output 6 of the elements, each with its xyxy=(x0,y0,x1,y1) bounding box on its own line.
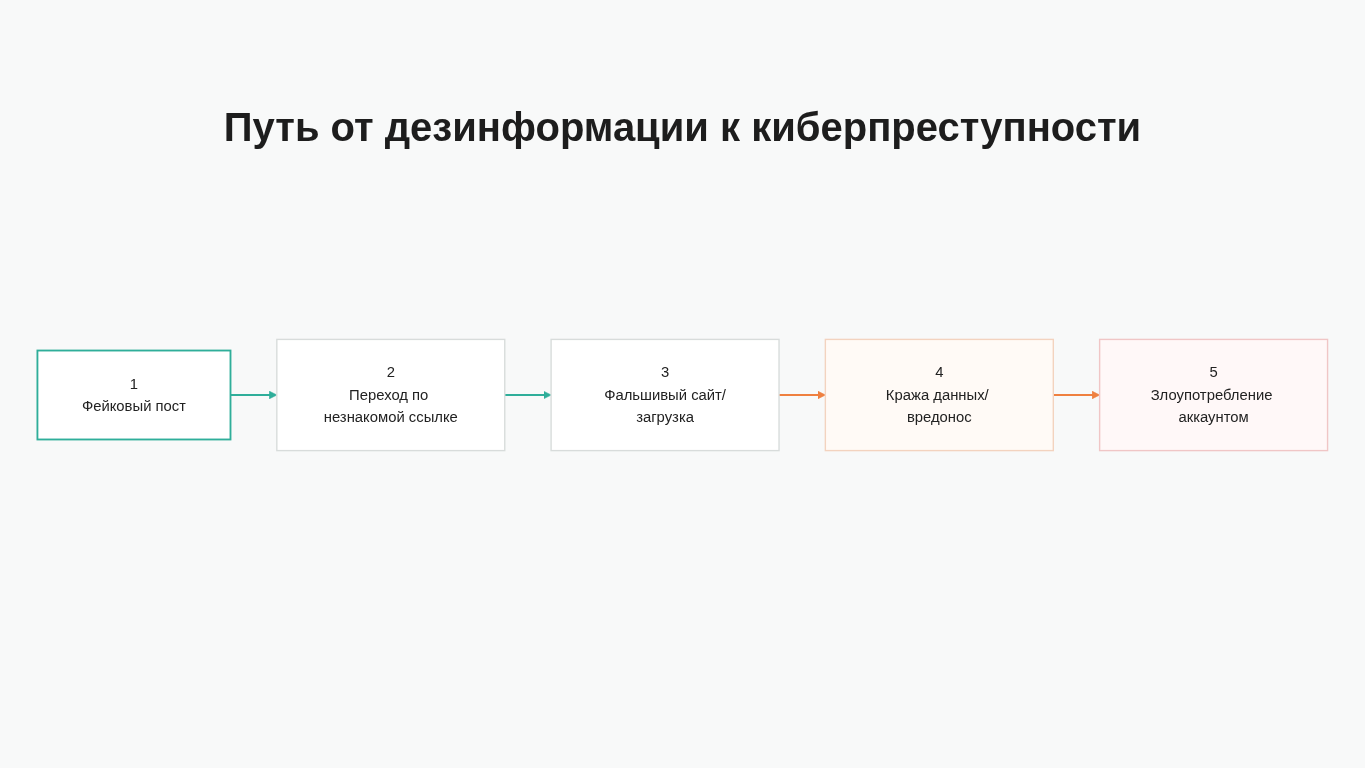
node-box: 5 Злоупотребление аккаунтом xyxy=(1098,338,1329,452)
node-box: 3 Фальшивый сайт/загрузка xyxy=(550,338,780,452)
node-box: 4 Кража данных/ вредонос xyxy=(824,338,1054,452)
title: Путь от дезинформации к киберпреступности xyxy=(222,105,1143,150)
node-box: 2 Переход по незнакомой ссылке xyxy=(276,338,506,452)
node-box: 1 Фейковый пост xyxy=(36,349,232,441)
